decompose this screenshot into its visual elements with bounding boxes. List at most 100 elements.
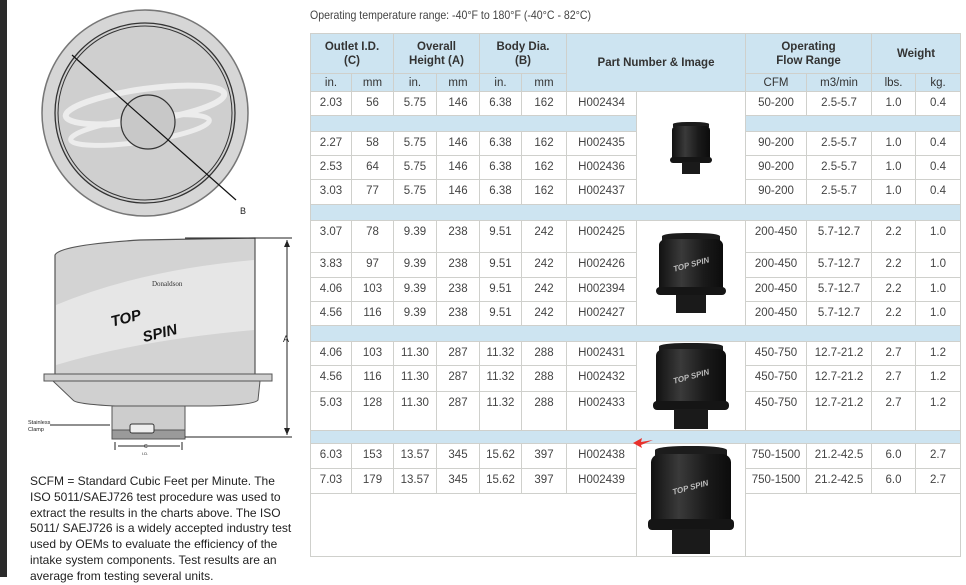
weight-kg-cell: 0.4 (915, 179, 962, 205)
flow-m3min-cell: 5.7-12.7 (806, 252, 873, 278)
outlet-in-cell: 4.06 (310, 341, 352, 366)
body-mm-cell: 162 (521, 155, 567, 180)
temperature-note: Operating temperature range: -40°F to 18… (310, 8, 592, 22)
part-number-cell: H002432 (566, 365, 637, 392)
outlet-mm-cell: 64 (351, 155, 394, 180)
weight-lbs-cell: 6.0 (871, 468, 917, 494)
flow-m3min-cell: 5.7-12.7 (806, 301, 873, 326)
group-separator (309, 430, 962, 444)
product-image (635, 91, 747, 205)
flow-m3min-cell: 2.5-5.7 (806, 155, 873, 180)
flow-cfm-cell: 200-450 (745, 301, 808, 326)
outlet-in-cell: 3.83 (310, 252, 352, 278)
height-mm-cell: 146 (436, 91, 480, 116)
flow-cfm-cell: 200-450 (745, 252, 808, 278)
weight-lbs-cell: 6.0 (871, 443, 917, 469)
filter-photo: TOP SPIN (648, 446, 734, 554)
height-in-cell: 5.75 (393, 155, 437, 180)
body-mm-cell: 242 (521, 220, 567, 253)
unit-2: in. (393, 73, 437, 92)
outlet-in-cell: 3.03 (310, 179, 352, 205)
part-number-cell: H002434 (566, 91, 637, 116)
body-in-cell: 6.38 (479, 131, 522, 156)
weight-lbs-cell: 2.2 (871, 301, 917, 326)
weight-lbs-cell: 2.2 (871, 277, 917, 302)
unit-1: mm (351, 73, 394, 92)
outlet-in-cell: 7.03 (310, 468, 352, 494)
body-in-cell: 9.51 (479, 252, 522, 278)
unit-6: CFM (745, 73, 808, 92)
flow-m3min-cell: 2.5-5.7 (806, 131, 873, 156)
part-number-cell: H002431 (566, 341, 637, 366)
part-number-cell: H002439 (566, 468, 637, 494)
flow-cfm-cell: 450-750 (745, 341, 808, 366)
weight-lbs-cell: 1.0 (871, 91, 917, 116)
side-view-drawing: Donaldson TOP SPIN A C I.D. Stainless Cl… (28, 237, 292, 456)
top-view-drawing: B (41, 9, 249, 217)
flow-cfm-cell: 50-200 (745, 91, 808, 116)
flow-cfm-cell: 200-450 (745, 277, 808, 302)
body-mm-cell: 242 (521, 252, 567, 278)
flow-m3min-cell: 21.2-42.5 (806, 443, 873, 469)
window-edge (0, 0, 7, 577)
weight-kg-cell: 2.7 (915, 443, 962, 469)
weight-lbs-cell: 2.2 (871, 220, 917, 253)
unit-8: lbs. (871, 73, 917, 92)
unit-5: mm (521, 73, 567, 92)
header-row: Outlet I.D. (C) Overall Height (A) Body … (310, 33, 962, 92)
product-image: TOP SPIN (635, 341, 747, 431)
body-in-cell: 15.62 (479, 468, 522, 494)
height-in-cell: 9.39 (393, 252, 437, 278)
outlet-in-cell: 4.06 (310, 277, 352, 302)
outlet-mm-cell: 56 (351, 91, 394, 116)
flow-cfm-cell: 750-1500 (745, 443, 808, 469)
body-mm-cell: 288 (521, 341, 567, 366)
group-separator (309, 325, 962, 342)
weight-kg-cell: 1.0 (915, 220, 962, 253)
height-mm-cell: 146 (436, 155, 480, 180)
flow-cfm-cell: 750-1500 (745, 468, 808, 494)
part-number-cell: H002425 (566, 220, 637, 253)
label-id: I.D. (142, 451, 148, 456)
body-mm-cell: 288 (521, 365, 567, 392)
brand-label: Donaldson (152, 280, 183, 288)
height-in-cell: 11.30 (393, 391, 437, 431)
outlet-in-cell: 2.27 (310, 131, 352, 156)
body-in-cell: 9.51 (479, 220, 522, 253)
height-mm-cell: 146 (436, 179, 480, 205)
unit-3: mm (436, 73, 480, 92)
blank-row (310, 493, 962, 557)
weight-lbs-cell: 2.7 (871, 365, 917, 392)
height-in-cell: 13.57 (393, 468, 437, 494)
weight-lbs-cell: 2.7 (871, 341, 917, 366)
body-mm-cell: 162 (521, 131, 567, 156)
height-in-cell: 9.39 (393, 301, 437, 326)
filter-photo (670, 122, 712, 174)
body-in-cell: 6.38 (479, 179, 522, 205)
body-in-cell: 6.38 (479, 91, 522, 116)
outlet-mm-cell: 103 (351, 341, 394, 366)
part-number-cell: H002438 (566, 443, 637, 469)
label-b: B (240, 206, 246, 216)
height-in-cell: 13.57 (393, 443, 437, 469)
part-number-cell: H002433 (566, 391, 637, 431)
outlet-in-cell: 5.03 (310, 391, 352, 431)
outlet-mm-cell: 153 (351, 443, 394, 469)
height-mm-cell: 287 (436, 391, 480, 431)
weight-kg-cell: 1.0 (915, 277, 962, 302)
outlet-mm-cell: 97 (351, 252, 394, 278)
height-in-cell: 5.75 (393, 179, 437, 205)
height-mm-cell: 287 (436, 365, 480, 392)
body-in-cell: 11.32 (479, 391, 522, 431)
weight-kg-cell: 2.7 (915, 468, 962, 494)
weight-kg-cell: 0.4 (915, 131, 962, 156)
body-mm-cell: 397 (521, 468, 567, 494)
height-mm-cell: 287 (436, 341, 480, 366)
outlet-mm-cell: 78 (351, 220, 394, 253)
unit-4: in. (479, 73, 522, 92)
